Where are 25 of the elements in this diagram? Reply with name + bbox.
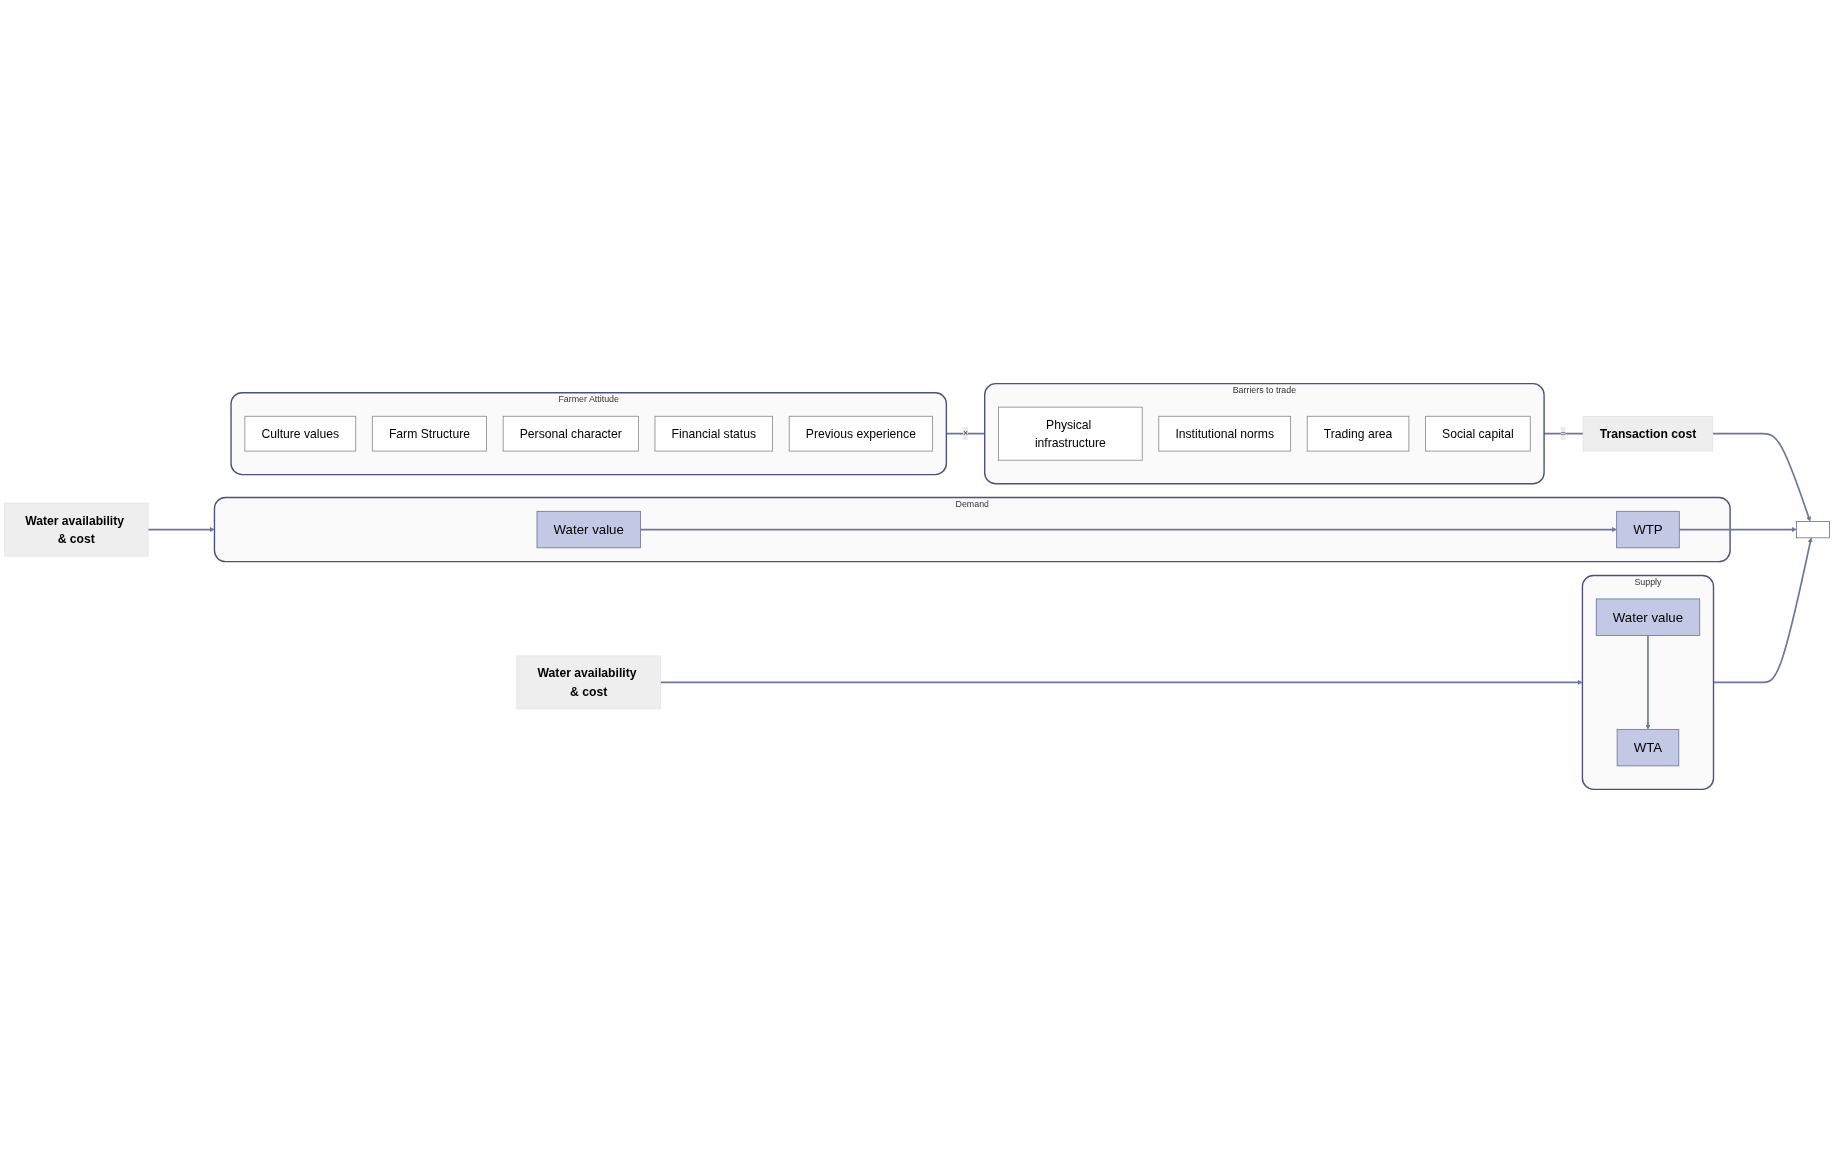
node-box: Water availability & cost xyxy=(516,655,661,710)
node-box: Previous experience xyxy=(788,415,933,452)
node-box: Transaction cost xyxy=(1582,416,1714,452)
arrow xyxy=(1712,432,1811,522)
node-box: Institutional norms xyxy=(1158,415,1292,452)
node-box: Culture values xyxy=(244,415,357,452)
node-box: Water availability & cost xyxy=(4,502,149,557)
node-box: Physical infrastructure xyxy=(998,406,1143,461)
arrow xyxy=(639,527,1617,532)
node-box: Personal character xyxy=(502,415,639,452)
node-box: Water value xyxy=(536,510,641,549)
node-box: Social capital xyxy=(1425,415,1531,452)
node-box: Financial status xyxy=(654,415,774,452)
edge-label: = xyxy=(1560,428,1566,439)
arrow xyxy=(1645,634,1651,730)
edge-label: × xyxy=(962,428,969,439)
node-box: WTP xyxy=(1616,510,1680,549)
node-box: Farm Structure xyxy=(371,415,487,452)
arrow xyxy=(659,679,1583,685)
arrow xyxy=(1678,527,1797,532)
node-box: Water value xyxy=(1595,598,1701,636)
arrow xyxy=(147,527,215,532)
node-box xyxy=(1796,521,1830,539)
node-box: Trading area xyxy=(1306,415,1410,452)
node-box: WTA xyxy=(1616,728,1680,767)
